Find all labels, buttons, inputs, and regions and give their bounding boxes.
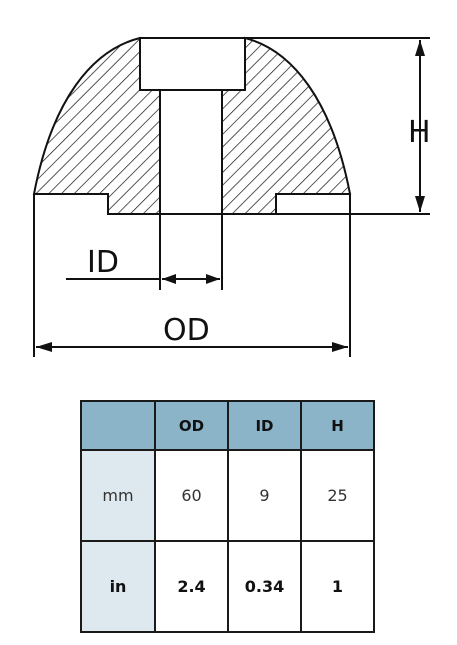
- od-arrow-left: [36, 342, 52, 352]
- od-arrow-right: [332, 342, 348, 352]
- od-label: OD: [163, 313, 210, 348]
- unit-cell-mm: mm: [80, 449, 156, 542]
- in-id-value: 0.34: [227, 540, 302, 633]
- table-row-mm: mm 60 9 25: [80, 449, 375, 542]
- counterbore: [139, 37, 246, 91]
- base-outline: [34, 193, 350, 215]
- technical-drawing: H ID OD: [32, 36, 431, 357]
- mm-od-value: 60: [154, 449, 229, 542]
- table-header-row: OD ID H: [80, 400, 375, 451]
- mm-h-value: 25: [300, 449, 375, 542]
- h-arrow-bottom: [415, 196, 425, 212]
- id-label: ID: [87, 245, 119, 280]
- id-arrow-left: [162, 274, 176, 284]
- header-h: H: [300, 400, 375, 451]
- in-h-value: 1: [300, 540, 375, 633]
- id-arrow-right: [206, 274, 220, 284]
- h-label: H: [408, 115, 431, 150]
- header-id: ID: [227, 400, 302, 451]
- header-corner-cell: [80, 400, 156, 451]
- table-row-in: in 2.4 0.34 1: [80, 540, 375, 633]
- h-arrow-top: [415, 40, 425, 56]
- unit-cell-in: in: [80, 540, 156, 633]
- header-od: OD: [154, 400, 229, 451]
- in-od-value: 2.4: [154, 540, 229, 633]
- dimensions-table: OD ID H mm 60 9 25 in 2.4 0.34 1: [80, 400, 375, 633]
- mm-id-value: 9: [227, 449, 302, 542]
